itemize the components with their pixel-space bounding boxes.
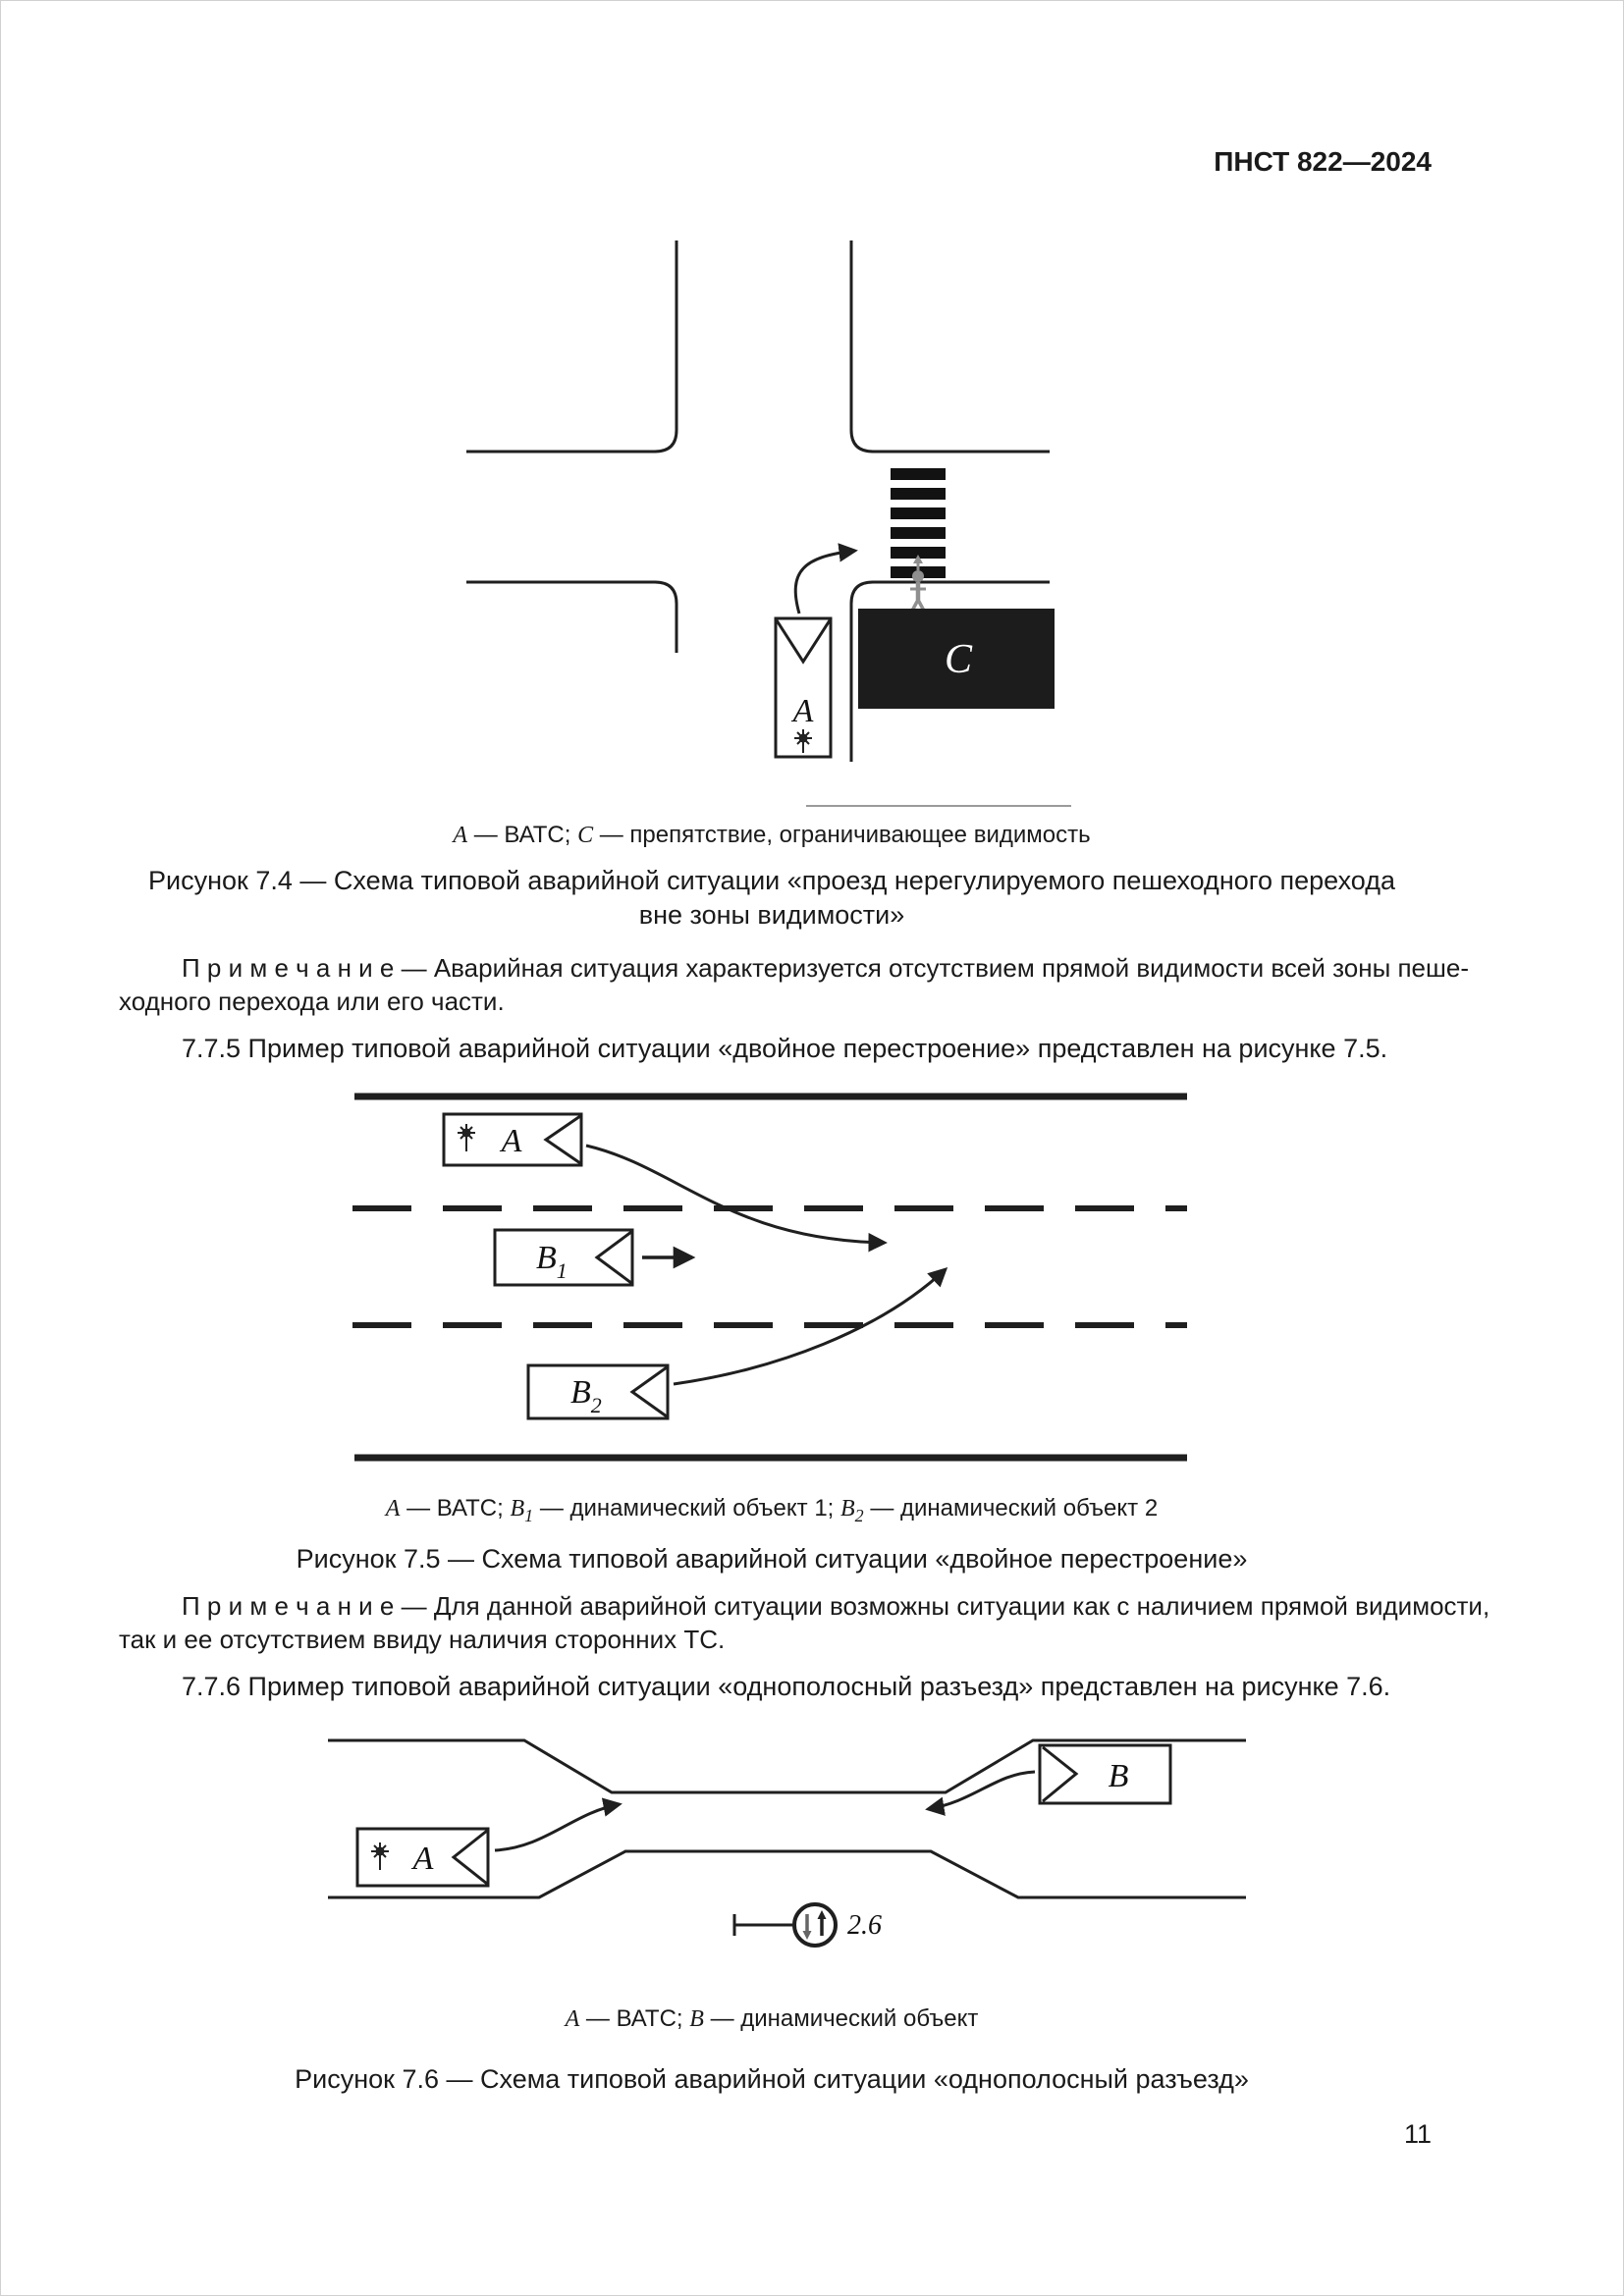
vehicle-a-trajectory-arrow — [494, 1797, 623, 1852]
obstacle-c-label: C — [945, 637, 973, 682]
obstacle-c: C — [858, 609, 1055, 709]
figure-7-4-legend: А — ВАТС; С — препятствие, ограничивающе… — [1, 822, 1543, 849]
legend-text: — препятствие, ограничивающее видимость — [593, 822, 1091, 848]
vehicle-a: A — [355, 1827, 490, 1888]
road-edges — [466, 240, 1050, 762]
legend-text: — динамический объект 1; — [533, 1495, 840, 1522]
legend-subscript: 2 — [854, 1506, 864, 1525]
figure-7-5-title: Рисунок 7.5 — Схема типовой аварийной си… — [296, 1544, 1248, 1574]
note-line: так и ее отсутствием ввиду наличия сторо… — [119, 1625, 726, 1654]
vehicle-a-label: A — [500, 1123, 522, 1159]
vehicle-b: B — [1038, 1743, 1172, 1805]
sign-circle — [792, 1902, 838, 1948]
legend-text: — ВАТС; — [579, 2005, 690, 2032]
vehicle-b-label: B — [1109, 1758, 1129, 1794]
legend-subscript: 1 — [524, 1506, 534, 1525]
figure-title-line: вне зоны видимости» — [638, 900, 905, 930]
note-line: П р и м е ч а н и е — Для данной аварийн… — [182, 1591, 1490, 1621]
page-number: 11 — [1403, 2119, 1432, 2149]
vehicle-b-trajectory-arrow — [925, 1770, 1036, 1816]
legend-letter: А — [453, 823, 468, 848]
road-edge-bottom — [328, 1849, 1246, 1899]
vehicle-b2-label: B2 — [570, 1374, 602, 1417]
figure-title-line: Рисунок 7.4 — Схема типовой аварийной си… — [148, 866, 1395, 895]
vehicle-a-trajectory-arrow — [585, 1144, 888, 1253]
legend-text: — динамический объект — [703, 2005, 979, 2032]
road-edge — [466, 580, 678, 653]
road-edge — [849, 580, 1050, 762]
figure-7-5-diagram: A B1 B2 — [352, 1093, 1187, 1462]
vehicle-b1-label: B1 — [536, 1240, 568, 1283]
sensor-icon — [458, 1124, 475, 1151]
vehicle-front-chevron — [775, 619, 832, 665]
vehicle-a-label: A — [791, 693, 814, 729]
note-7-5: П р и м е ч а н и е — Для данной аварийн… — [119, 1589, 1507, 1656]
figure-7-6-diagram: A B 2.6 — [328, 1738, 1246, 1948]
vehicle-front-chevron — [451, 1829, 488, 1886]
legend-letter: А — [385, 1496, 401, 1522]
legend-text: — ВАТС; — [467, 822, 578, 848]
vehicle-b2: B2 — [526, 1363, 670, 1420]
road-edge-top — [328, 1738, 1246, 1794]
figure-7-4-diagram: A C — [466, 240, 1071, 807]
legend-text: — динамический объект 2 — [863, 1495, 1159, 1522]
note-line: П р и м е ч а н и е — Аварийная ситуация… — [182, 953, 1469, 983]
sign-number-label: 2.6 — [847, 1910, 882, 1941]
paragraph-7-7-6: 7.7.6 Пример типовой аварийной ситуации … — [182, 1672, 1391, 1701]
vehicle-a: A — [442, 1112, 583, 1167]
road-edge — [849, 240, 1050, 454]
sign-down-arrowhead — [802, 1931, 812, 1940]
vehicle-front-chevron — [629, 1365, 668, 1418]
vehicle-a: A — [774, 616, 833, 759]
sign-up-arrowhead — [817, 1910, 827, 1919]
legend-letter: С — [577, 823, 594, 848]
legend-letter: В — [689, 2006, 704, 2032]
sensor-icon — [794, 729, 812, 753]
vehicle-a-label: A — [411, 1841, 434, 1877]
note-line: ходного перехода или его части. — [119, 987, 505, 1016]
page-header: ПНСТ 822—2024 — [1214, 146, 1432, 177]
road-edge — [466, 240, 678, 454]
road-sign-2-6: 2.6 — [732, 1902, 882, 1948]
vehicle-b2-trajectory-arrow — [673, 1266, 948, 1386]
vehicle-a-trajectory-arrow — [793, 543, 858, 614]
vehicle-front-chevron — [1042, 1745, 1079, 1803]
legend-letter: B — [510, 1496, 525, 1522]
sensor-icon — [371, 1842, 389, 1870]
vehicle-b1: B1 — [493, 1228, 634, 1287]
figure-7-6-legend: А — ВАТС; В — динамический объект — [1, 2005, 1543, 2033]
figure-7-5-legend: А — ВАТС; B1 — динамический объект 1; B2… — [1, 1495, 1543, 1526]
figure-7-6-title: Рисунок 7.6 — Схема типовой аварийной си… — [295, 2064, 1249, 2094]
paragraph-7-7-5: 7.7.5 Пример типовой аварийной ситуации … — [182, 1034, 1388, 1063]
legend-letter: А — [565, 2006, 580, 2032]
vehicle-front-chevron — [594, 1230, 632, 1285]
vehicle-front-chevron — [543, 1114, 581, 1165]
legend-text: — ВАТС; — [400, 1495, 511, 1522]
legend-letter: B — [840, 1496, 855, 1522]
figure-7-4-title: Рисунок 7.4 — Схема типовой аварийной си… — [1, 864, 1543, 933]
note-7-4: П р и м е ч а н и е — Аварийная ситуация… — [119, 951, 1507, 1018]
